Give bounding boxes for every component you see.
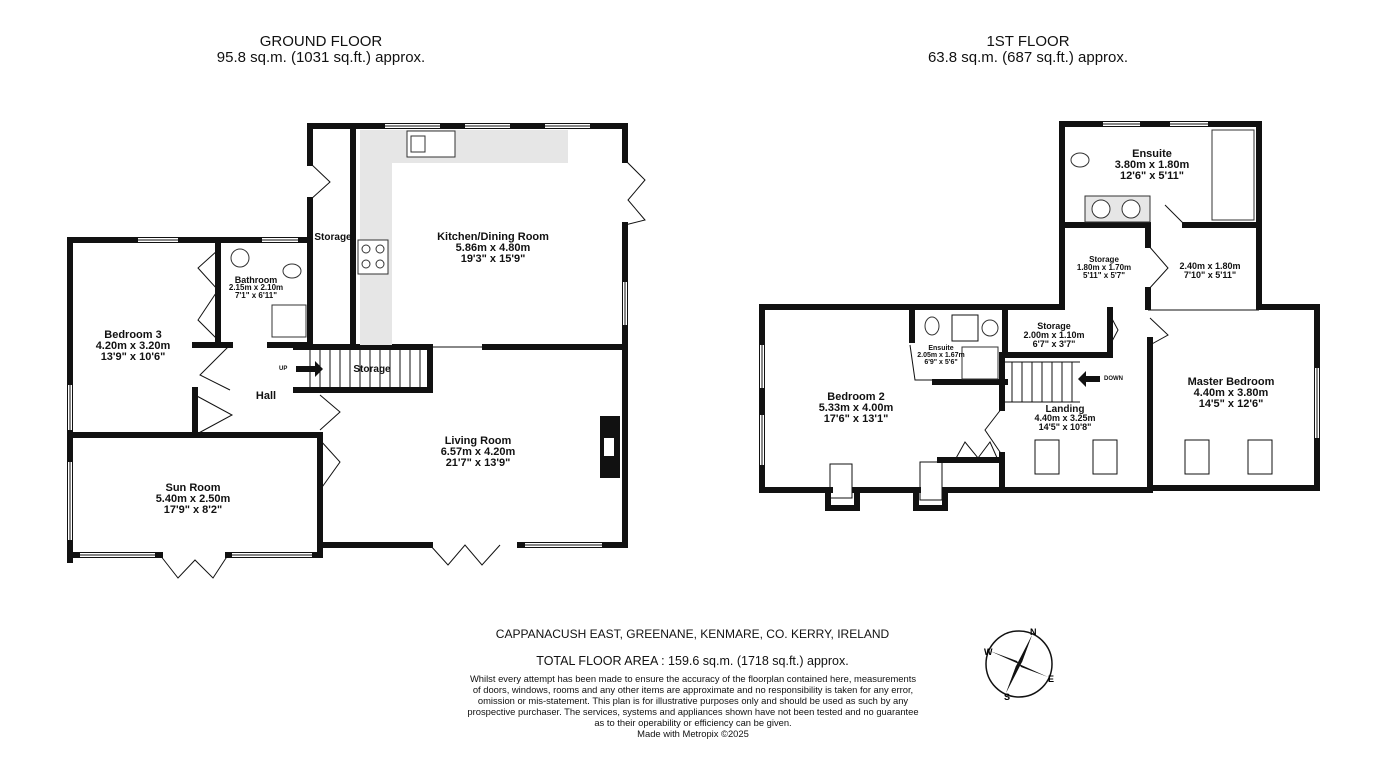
first-floor-walls xyxy=(759,121,1320,511)
ensuite-small-label: Ensuite 2.05m x 1.67m 6'9" x 5'6" xyxy=(917,345,964,366)
sunroom-name: Sun Room xyxy=(165,482,221,494)
disclaimer-line: omission or mis-statement. This plan is … xyxy=(477,695,909,706)
ground-floor-header: GROUND FLOOR 95.8 sq.m. (1031 sq.ft.) ap… xyxy=(200,34,442,66)
storage-b-name: Storage xyxy=(1037,321,1071,331)
compass-w: W xyxy=(984,647,993,657)
storage-a-metric: 1.80m x 1.70m xyxy=(1076,263,1132,272)
first-floor-stairs xyxy=(1005,361,1080,403)
ensuite-top-label: Ensuite 3.80m x 1.80m 12'6" x 5'11" xyxy=(1115,149,1190,182)
up-label: UP xyxy=(279,366,288,372)
landing-small-label: 2.40m x 1.80m 7'10" x 5'11" xyxy=(1179,262,1240,280)
storage-a-label: Storage 1.80m x 1.70m 5'11" x 5'7" xyxy=(1077,256,1131,280)
ensuite-fixtures xyxy=(924,129,1255,380)
kitchen-counter xyxy=(357,130,568,345)
ensuite-small-metric: 2.05m x 1.67m xyxy=(917,352,965,359)
landing-small-metric: 2.40m x 1.80m xyxy=(1179,261,1241,271)
property-address: CAPPANACUSH EAST, GREENANE, KENMARE, CO.… xyxy=(495,627,890,641)
living-metric: 6.57m x 4.20m xyxy=(440,446,516,458)
down-label: DOWN xyxy=(1104,376,1123,382)
storage-b-imperial: 6'7" x 3'7" xyxy=(1032,339,1076,349)
master-name: Master Bedroom xyxy=(1187,376,1275,388)
bathroom-metric: 2.15m x 2.10m xyxy=(228,283,284,292)
disclaimer-line: Whilst every attempt has been made to en… xyxy=(469,673,917,684)
bedroom3-imperial: 13'9" x 10'6" xyxy=(100,351,166,363)
ground-stairs xyxy=(309,349,421,388)
landing-imperial: 14'5" x 10'8" xyxy=(1038,422,1092,432)
bedroom3-name: Bedroom 3 xyxy=(104,329,162,341)
compass-icon: N E S W xyxy=(984,627,1054,702)
disclaimer-credit: Made with Metropix ©2025 xyxy=(637,728,749,739)
ensuite-top-imperial: 12'6" x 5'11" xyxy=(1120,170,1184,182)
landing-metric: 4.40m x 3.25m xyxy=(1034,413,1096,423)
landing-small-imperial: 7'10" x 5'11" xyxy=(1183,270,1237,280)
storage-b-label: Storage 2.00m x 1.10m 6'7" x 3'7" xyxy=(1023,322,1084,349)
storage-b-metric: 2.00m x 1.10m xyxy=(1023,330,1085,340)
first-floor-title: 1ST FLOOR xyxy=(986,33,1070,50)
landing-name: Landing xyxy=(1045,404,1085,415)
compass-s: S xyxy=(1004,692,1010,702)
disclaimer: Whilst every attempt has been made to en… xyxy=(453,673,933,739)
storage-a-imperial: 5'11" x 5'7" xyxy=(1082,271,1126,280)
total-floor-area: TOTAL FLOOR AREA : 159.6 sq.m. (1718 sq.… xyxy=(536,654,849,668)
first-floor-header: 1ST FLOOR 63.8 sq.m. (687 sq.ft.) approx… xyxy=(898,34,1158,66)
compass-e: E xyxy=(1048,674,1054,684)
ensuite-top-name: Ensuite xyxy=(1132,148,1172,160)
living-name: Living Room xyxy=(444,435,512,447)
ensuite-small-name: Ensuite xyxy=(928,345,954,352)
kitchen-name: Kitchen/Dining Room xyxy=(437,231,549,243)
sunroom-metric: 5.40m x 2.50m xyxy=(155,493,231,505)
ensuite-top-metric: 3.80m x 1.80m xyxy=(1114,159,1190,171)
hall-label: Hall xyxy=(256,391,276,402)
ensuite-small-imperial: 6'9" x 5'6" xyxy=(924,359,958,366)
ground-floor-title: GROUND FLOOR xyxy=(259,33,383,50)
bedroom2-imperial: 17'6" x 13'1" xyxy=(823,413,889,425)
storage-a-name: Storage xyxy=(1089,255,1119,264)
kitchen-dining-label: Kitchen/Dining Room 5.86m x 4.80m 19'3" … xyxy=(437,232,549,265)
bathroom-imperial: 7'1" x 6'11" xyxy=(234,291,278,300)
storage-label-1: Storage xyxy=(314,233,351,243)
bathroom-label: Bathroom 2.15m x 2.10m 7'1" x 6'11" xyxy=(229,276,283,300)
bathroom-name: Bathroom xyxy=(234,275,278,285)
disclaimer-line: as to their operability or efficiency ca… xyxy=(594,717,792,728)
first-floor-area: 63.8 sq.m. (687 sq.ft.) approx. xyxy=(927,49,1129,66)
kitchen-imperial: 19'3" x 15'9" xyxy=(460,253,526,265)
living-imperial: 21'7" x 13'9" xyxy=(445,457,511,469)
compass-n: N xyxy=(1030,627,1037,637)
kitchen-metric: 5.86m x 4.80m xyxy=(455,242,531,254)
hall-name: Hall xyxy=(255,390,277,402)
bedroom2-name: Bedroom 2 xyxy=(827,391,885,403)
disclaimer-line: prospective purchaser. The services, sys… xyxy=(467,706,919,717)
storage-label-2: Storage xyxy=(353,365,390,375)
bedroom2-metric: 5.33m x 4.00m xyxy=(818,402,894,414)
bedroom-2-label: Bedroom 2 5.33m x 4.00m 17'6" x 13'1" xyxy=(819,392,894,425)
bedroom-3-label: Bedroom 3 4.20m x 3.20m 13'9" x 10'6" xyxy=(96,330,171,363)
bathroom-fixtures xyxy=(230,248,307,338)
sunroom-imperial: 17'9" x 8'2" xyxy=(163,504,223,516)
landing-label: Landing 4.40m x 3.25m 14'5" x 10'8" xyxy=(1034,405,1095,432)
bedroom3-metric: 4.20m x 3.20m xyxy=(95,340,171,352)
storage-2-name: Storage xyxy=(353,364,391,375)
disclaimer-line: of doors, windows, rooms and any other i… xyxy=(472,684,914,695)
master-bedroom-label: Master Bedroom 4.40m x 3.80m 14'5" x 12'… xyxy=(1188,377,1275,410)
master-imperial: 14'5" x 12'6" xyxy=(1198,398,1264,410)
living-room-label: Living Room 6.57m x 4.20m 21'7" x 13'9" xyxy=(441,436,516,469)
ground-floor-area: 95.8 sq.m. (1031 sq.ft.) approx. xyxy=(216,49,426,66)
storage-1-name: Storage xyxy=(314,232,352,243)
master-metric: 4.40m x 3.80m xyxy=(1193,387,1269,399)
sun-room-label: Sun Room 5.40m x 2.50m 17'9" x 8'2" xyxy=(156,483,231,516)
